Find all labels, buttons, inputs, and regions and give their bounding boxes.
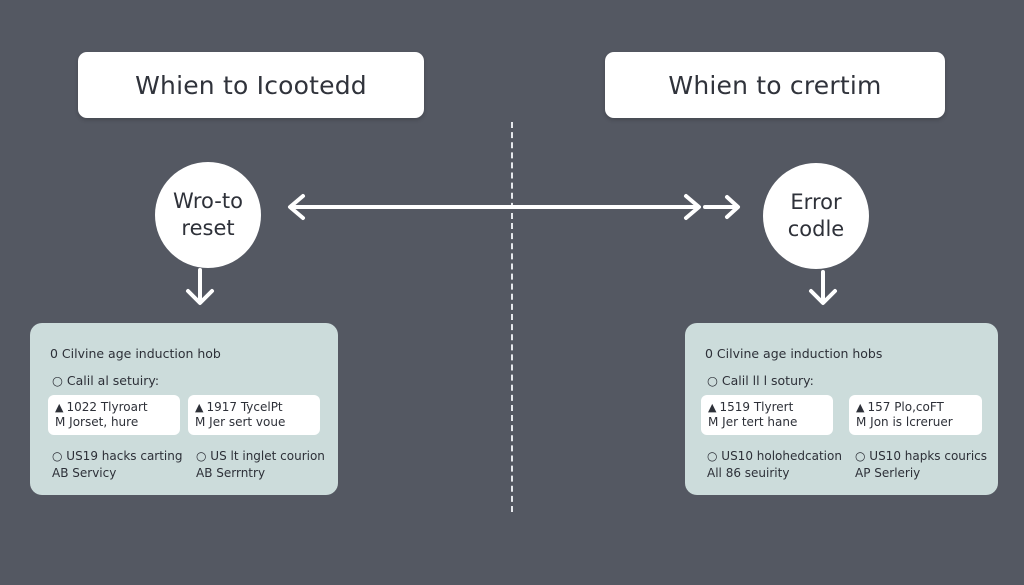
right-card-2-line-1: 157 Plo,coFT bbox=[867, 400, 944, 414]
left-footer-item-2: ○ US lt inglet courion AB Serrntry bbox=[196, 448, 325, 482]
left-footer-1-line-1: ○ US19 hacks carting bbox=[52, 449, 183, 463]
right-card-1-line-1: 1519 Tlyrert bbox=[719, 400, 794, 414]
right-info-panel: 0 Cilvine age induction hobs ○ Calil ll … bbox=[685, 323, 998, 495]
right-circle-node: Error codle bbox=[763, 163, 869, 269]
left-panel-heading: 0 Cilvine age induction hob bbox=[50, 346, 221, 361]
left-footer-2-line-1: ○ US lt inglet courion bbox=[196, 449, 325, 463]
right-footer-2-line-2: AP Serleriy bbox=[855, 466, 921, 480]
right-title: Whien to crertim bbox=[668, 70, 882, 100]
left-card-2-line-1: 1917 TycelPt bbox=[206, 400, 283, 414]
right-footer-item-1: ○ US10 holohedcation All 86 seuirity bbox=[707, 448, 842, 482]
right-card-2-line-2: M Jon is lcreruer bbox=[856, 415, 953, 429]
left-title-box: Whien to Icootedd bbox=[78, 52, 424, 118]
right-panel-subheading: ○ Calil ll l sotury: bbox=[707, 373, 814, 388]
right-panel-heading: 0 Cilvine age induction hobs bbox=[705, 346, 883, 361]
right-arrow-down-icon bbox=[809, 270, 837, 305]
left-card-1-line-2: M Jorset, hure bbox=[55, 415, 139, 429]
left-card-2-line-2: M Jer sert voue bbox=[195, 415, 286, 429]
right-card-1-line-2: M Jer tert hane bbox=[708, 415, 798, 429]
left-circle-line-1: Wro-to bbox=[173, 189, 243, 213]
left-title: Whien to Icootedd bbox=[135, 70, 367, 100]
right-footer-2-line-1: ○ US10 hapks courics bbox=[855, 449, 988, 463]
right-footer-item-2: ○ US10 hapks courics AP Serleriy bbox=[855, 448, 987, 482]
warning-triangle-icon: ▲ bbox=[856, 401, 865, 414]
warning-triangle-icon: ▲ bbox=[708, 401, 717, 414]
left-footer-2-line-2: AB Serrntry bbox=[196, 466, 266, 480]
right-circle-line-1: Error bbox=[790, 190, 842, 214]
left-info-panel: 0 Cilvine age induction hob ○ Calil al s… bbox=[30, 323, 338, 495]
left-card-2: ▲1917 TycelPt M Jer sert voue bbox=[188, 395, 320, 435]
right-title-box: Whien to crertim bbox=[605, 52, 945, 118]
right-card-2: ▲157 Plo,coFT M Jon is lcreruer bbox=[849, 395, 982, 435]
left-arrow-down-icon bbox=[186, 268, 214, 305]
right-footer-1-line-1: ○ US10 holohedcation bbox=[707, 449, 842, 463]
left-card-1-line-1: 1022 Tlyroart bbox=[66, 400, 148, 414]
right-footer-1-line-2: All 86 seuirity bbox=[707, 466, 790, 480]
right-circle-line-2: codle bbox=[787, 217, 845, 241]
left-card-1: ▲1022 Tlyroart M Jorset, hure bbox=[48, 395, 180, 435]
warning-triangle-icon: ▲ bbox=[195, 401, 204, 414]
warning-triangle-icon: ▲ bbox=[55, 401, 64, 414]
left-circle-line-2: reset bbox=[181, 216, 235, 240]
left-footer-item-1: ○ US19 hacks carting AB Servicy bbox=[52, 448, 183, 482]
right-card-1: ▲1519 Tlyrert M Jer tert hane bbox=[701, 395, 833, 435]
arrow-right-icon bbox=[703, 195, 740, 219]
left-panel-subheading: ○ Calil al setuiry: bbox=[52, 373, 160, 388]
left-footer-1-line-2: AB Servicy bbox=[52, 466, 117, 480]
center-divider bbox=[511, 122, 513, 512]
left-circle-node: Wro-to reset bbox=[155, 162, 261, 268]
double-headed-arrow-icon bbox=[288, 194, 701, 220]
